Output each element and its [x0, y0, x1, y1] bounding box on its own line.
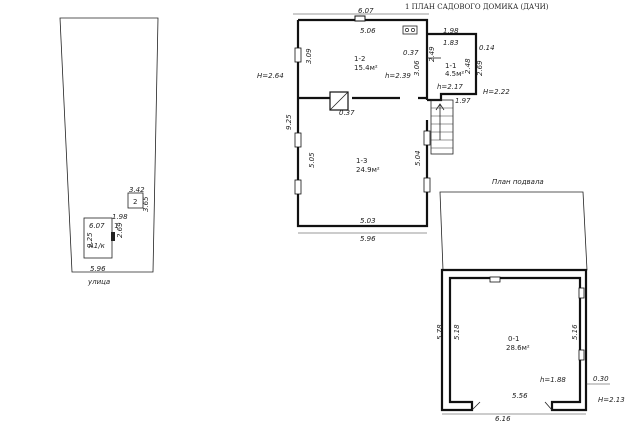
- room-1-3-id: 1-3: [356, 157, 367, 165]
- appliance-burner-1: [405, 28, 409, 32]
- basement-room-area: 28.6м²: [506, 344, 530, 352]
- basement-height-outer: H=2.13: [598, 396, 625, 404]
- site-dim-right-top: 3.42: [129, 186, 145, 194]
- dim-r12-gap: 0.37: [403, 49, 419, 57]
- plan-title: 1 ПЛАН САДОВОГО ДОМИКА (ДАЧИ): [405, 3, 549, 11]
- site-dim-bldg-top: 6.07: [89, 222, 105, 230]
- height-right: H=2.22: [483, 88, 510, 96]
- stove-diagonal: [329, 91, 349, 111]
- basement-plan: План подвала 5.78 5.18 5.16 0-1 28.6м² h…: [436, 178, 625, 423]
- site-dim-small-side: 2.69: [116, 222, 124, 238]
- basement-dim-bottom-outer: 6.16: [495, 415, 511, 423]
- basement-height-inner: h=1.88: [540, 376, 566, 384]
- window-left-top: [294, 47, 302, 63]
- dim-r12-width: 5.06: [360, 27, 376, 35]
- window-right-1: [423, 130, 431, 146]
- stair-arrow: [435, 103, 445, 140]
- dim-left-height: 9.25: [285, 114, 293, 130]
- basement-vent-top: [489, 276, 501, 283]
- height-left: H=2.64: [257, 72, 284, 80]
- dim-r12-right: 3.06: [413, 60, 421, 76]
- site-label-bldg: А1/к: [88, 242, 106, 250]
- site-dim-small-top: 1.98: [112, 213, 128, 221]
- site-street-label: улица: [87, 278, 110, 286]
- room-1-2-id: 1-2: [354, 55, 365, 63]
- dim-r11-top: 1.98: [443, 27, 459, 35]
- appliance-symbol: [402, 25, 418, 35]
- site-plan: 3.42 3.65 2 6.07 9.25 1.98 1 2.69 А1/к 5…: [59, 17, 159, 286]
- basement-outline: [439, 191, 588, 271]
- basement-dim-right-inner: 5.16: [571, 324, 579, 340]
- dim-r11-door: 2.49: [428, 46, 436, 62]
- basement-dim-depth-right: 0.30: [593, 375, 609, 383]
- dim-r11-right: 0.14: [479, 44, 495, 52]
- dim-r13-width: 5.03: [360, 217, 376, 225]
- dim-r13-left: 5.05: [308, 152, 316, 168]
- site-dim-bottom: 5.96: [90, 265, 106, 273]
- dim-r11-h1: 2.48: [464, 58, 472, 74]
- basement-dim-left-inner: 5.18: [453, 324, 461, 340]
- window-left-1: [294, 132, 302, 148]
- main-floor-plan: 6.07 H=2.64 9.25: [257, 7, 510, 243]
- window-right-2: [423, 177, 431, 193]
- basement-dim-bottom-inner: 5.56: [512, 392, 528, 400]
- top-wall-vent: [354, 15, 366, 22]
- basement-vent-right-2: [578, 349, 585, 361]
- dim-r11-bottom: 1.97: [455, 97, 471, 105]
- dim-top-overall: 6.07: [358, 7, 374, 15]
- site-dim-right-side: 3.65: [142, 196, 150, 212]
- room-1-2-area: 15.4м²: [354, 64, 378, 72]
- site-label-one: 1: [114, 222, 118, 230]
- basement-title: План подвала: [492, 178, 544, 186]
- dim-r11-h2: 2.69: [476, 60, 484, 76]
- site-boundary: [59, 17, 159, 273]
- basement-vent-right: [578, 287, 585, 299]
- room-1-1-id: 1-1: [445, 62, 456, 70]
- basement-dim-left-outer: 5.78: [436, 324, 444, 340]
- site-building-porch: [111, 232, 115, 241]
- basement-room-id: 0-1: [508, 335, 519, 343]
- room-1-3-area: 24.9м²: [356, 166, 380, 174]
- porch-stairs: [430, 99, 454, 155]
- dim-r12-height: 3.09: [305, 48, 313, 64]
- dim-r13-gap: 0.37: [339, 109, 355, 117]
- dim-r13-right: 5.04: [414, 150, 422, 166]
- main-outer-wall: [296, 18, 429, 228]
- height-r12: h=2.39: [385, 72, 411, 80]
- site-outbuilding: [127, 192, 144, 209]
- window-left-2: [294, 179, 302, 195]
- appliance-burner-2: [411, 28, 415, 32]
- site-label-two: 2: [133, 198, 137, 206]
- site-dim-bldg-left: 9.25: [86, 232, 94, 248]
- height-r11: h=2.17: [437, 83, 463, 91]
- dim-r11-width: 1.83: [443, 39, 459, 47]
- room-1-1-area: 4.5м²: [445, 70, 464, 78]
- dim-bottom-overall: 5.96: [360, 235, 376, 243]
